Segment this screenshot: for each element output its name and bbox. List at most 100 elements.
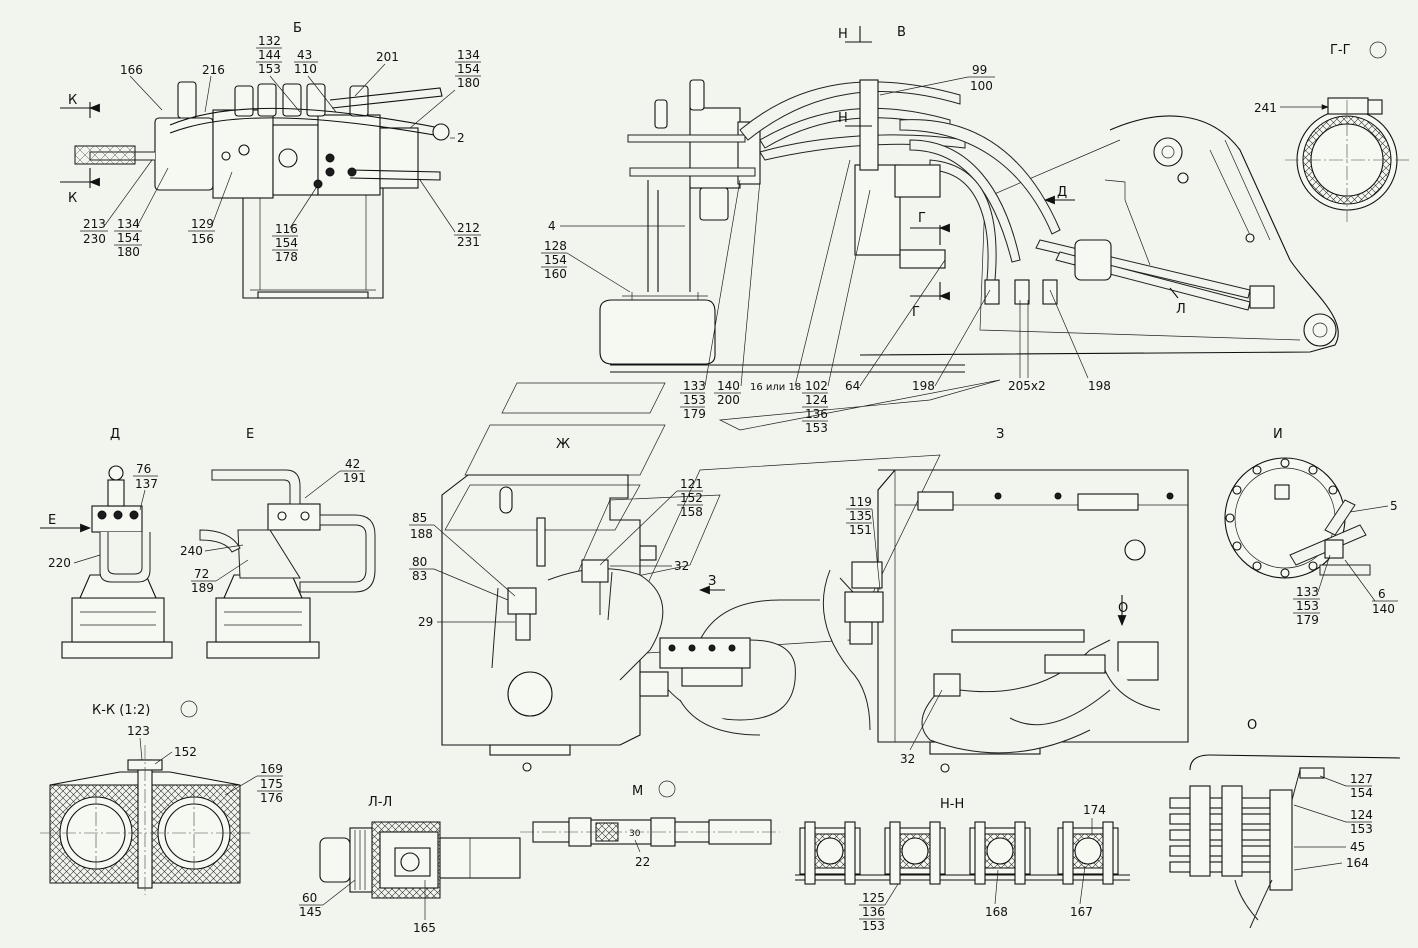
mark-k-top: К — [68, 93, 77, 108]
gg-label-241: 241 — [1254, 101, 1277, 115]
b-label-216: 216 — [202, 63, 225, 77]
o-label-124: 124 — [1350, 808, 1373, 822]
v-label-153-b: 153 — [805, 421, 828, 435]
view-zh-title: Ж — [556, 437, 570, 452]
kk-label-123: 123 — [127, 724, 150, 738]
nn-clamp-3 — [969, 821, 1031, 885]
b-label-134-left: 134 — [117, 217, 140, 231]
view-ll-title: Л-Л — [368, 795, 392, 810]
i-label-140: 140 — [1372, 602, 1395, 616]
view-ll: Л-Л 60 145 165 — [299, 795, 521, 935]
nn-label-174: 174 — [1083, 803, 1106, 817]
b-label-132: 132 — [258, 34, 281, 48]
v-label-133: 133 — [683, 379, 706, 393]
o-label-154: 154 — [1350, 786, 1373, 800]
view-nn: Н-Н 125 136 153 — [795, 797, 1130, 933]
b-label-201: 201 — [376, 50, 399, 64]
b-label-166: 166 — [120, 63, 143, 77]
z-label-119: 119 — [849, 495, 872, 509]
view-gg: Г-Г 241 — [1254, 41, 1410, 222]
v-label-128: 128 — [544, 239, 567, 253]
kk-label-169: 169 — [260, 762, 283, 776]
b-label-134-right: 134 — [457, 48, 480, 62]
b-label-110: 110 — [294, 62, 317, 76]
zh-valve-bank — [639, 637, 751, 697]
i-label-153: 153 — [1296, 599, 1319, 613]
mark-l: Л — [1176, 302, 1186, 317]
kk-label-176: 176 — [260, 791, 283, 805]
v-label-198-b: 198 — [1088, 379, 1111, 393]
kk-label-175: 175 — [260, 777, 283, 791]
z-label-151: 151 — [849, 523, 872, 537]
e-label-72: 72 — [194, 567, 209, 581]
ll-label-60: 60 — [302, 891, 317, 905]
b-label-43: 43 — [297, 48, 312, 62]
b-label-230: 230 — [83, 232, 106, 246]
e-label-191: 191 — [343, 471, 366, 485]
nn-label-168: 168 — [985, 905, 1008, 919]
zh-label-188: 188 — [410, 527, 433, 541]
view-b: Б К К — [60, 21, 481, 299]
zh-label-85: 85 — [412, 511, 427, 525]
b-label-129: 129 — [191, 217, 214, 231]
ll-label-165: 165 — [413, 921, 436, 935]
zh-hoses — [491, 568, 820, 736]
view-i-title: И — [1273, 427, 1283, 442]
view-e-title: Е — [246, 427, 254, 442]
b-label-116: 116 — [275, 222, 298, 236]
nn-clamp-1 — [799, 821, 861, 885]
nn-clamp-4 — [1057, 821, 1119, 885]
e-label-42: 42 — [345, 457, 360, 471]
o-label-164: 164 — [1346, 856, 1369, 870]
view-kk: К-К (1:2) 123 152 169 175 176 — [40, 700, 283, 895]
v-label-100: 100 — [970, 79, 993, 93]
mark-z: З — [708, 574, 716, 589]
zh-label-29: 29 — [418, 615, 433, 629]
b-label-154-right: 154 — [457, 62, 480, 76]
view-z-title: З — [996, 427, 1004, 442]
v-label-154: 154 — [544, 253, 567, 267]
b-label-212: 212 — [457, 221, 480, 235]
i-label-133: 133 — [1296, 585, 1319, 599]
i-label-179: 179 — [1296, 613, 1319, 627]
v-label-102: 102 — [805, 379, 828, 393]
b-label-153: 153 — [258, 62, 281, 76]
view-v-title: В — [897, 25, 906, 40]
m-label-30: 30 — [629, 829, 641, 839]
b-label-180-left: 180 — [117, 245, 140, 259]
e-label-189: 189 — [191, 581, 214, 595]
b-label-231: 231 — [457, 235, 480, 249]
kk-label-152: 152 — [174, 745, 197, 759]
nn-clamp-2 — [884, 821, 946, 885]
view-o-title: О — [1247, 718, 1257, 733]
v-label-198: 198 — [912, 379, 935, 393]
o-label-153: 153 — [1350, 822, 1373, 836]
view-kk-title: К-К (1:2) — [92, 703, 150, 718]
nn-label-125: 125 — [862, 891, 885, 905]
i-bolt-ring — [1225, 458, 1345, 578]
ll-label-145: 145 — [299, 905, 322, 919]
view-v: В — [541, 25, 1339, 435]
o-fitting-row — [1169, 785, 1271, 877]
view-o: О 127 154 124 153 45 164 — [1169, 718, 1401, 929]
z-label-135: 135 — [849, 509, 872, 523]
v-label-205x2: 205x2 — [1008, 379, 1046, 393]
mark-d: Д — [1057, 185, 1067, 200]
view-e: Е 42 191 240 72 189 — [180, 427, 376, 659]
mark-e: Е — [48, 513, 56, 528]
view-gg-title: Г-Г — [1330, 43, 1351, 58]
view-m: М 30 22 — [520, 780, 780, 869]
mark-n-mid: Н — [838, 111, 848, 126]
mark-o: О — [1118, 601, 1128, 616]
b-solenoids — [177, 81, 369, 119]
z-hoses — [822, 569, 1161, 754]
view-d-title: Д — [110, 427, 120, 442]
zh-label-121: 121 — [680, 477, 703, 491]
v-label-4: 4 — [548, 219, 556, 233]
b-label-144: 144 — [258, 48, 281, 62]
b-label-154-mid: 154 — [275, 236, 298, 250]
b-label-213: 213 — [83, 217, 106, 231]
o-label-127: 127 — [1350, 772, 1373, 786]
